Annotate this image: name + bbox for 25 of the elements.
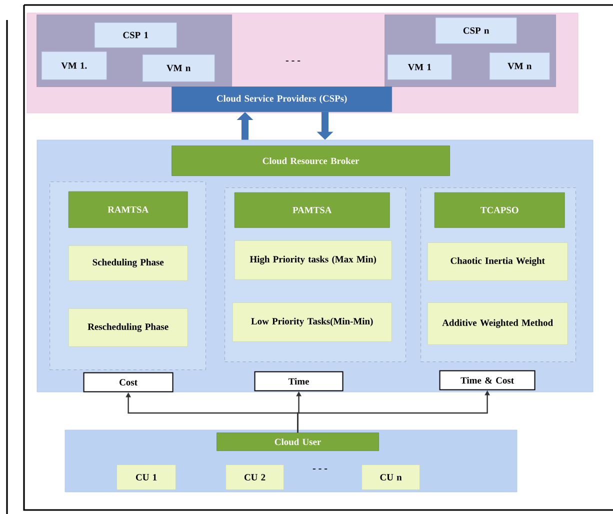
title-box: PAMTSA <box>234 192 390 228</box>
metric-box: Time & Cost <box>439 370 536 390</box>
title-box: Cloud User <box>216 432 379 451</box>
phase-box: Additive Weighted Method <box>427 302 568 345</box>
vm-box: VM 1 <box>387 54 452 80</box>
metric-box: Time <box>254 371 344 392</box>
ellipsis: - - - <box>286 60 300 62</box>
metric-box: Cost <box>83 372 174 392</box>
vm-box: VM 1. <box>41 51 107 80</box>
title-box: TCAPSO <box>434 192 565 228</box>
provider-box: CSP 1 <box>94 22 177 48</box>
vm-box: VM n <box>142 54 215 82</box>
ellipsis: - - - <box>312 468 328 470</box>
provider-box: CSP n <box>435 17 517 44</box>
user-box: CU 1 <box>116 464 176 490</box>
phase-box: High Priority tasks (Max Min) <box>234 240 392 280</box>
title-box: Cloud Resource Broker <box>172 146 450 176</box>
user-box: CU 2 <box>226 464 284 490</box>
vm-box: VM n <box>489 52 550 80</box>
phase-box: Chaotic Inertia Weight <box>427 242 568 281</box>
title-box: RAMTSA <box>68 191 188 228</box>
phase-box: Scheduling Phase <box>68 245 188 281</box>
user-box: CU n <box>362 464 420 490</box>
phase-box: Rescheduling Phase <box>68 308 188 347</box>
phase-box: Low Priority Tasks(Min-Min) <box>232 302 392 342</box>
